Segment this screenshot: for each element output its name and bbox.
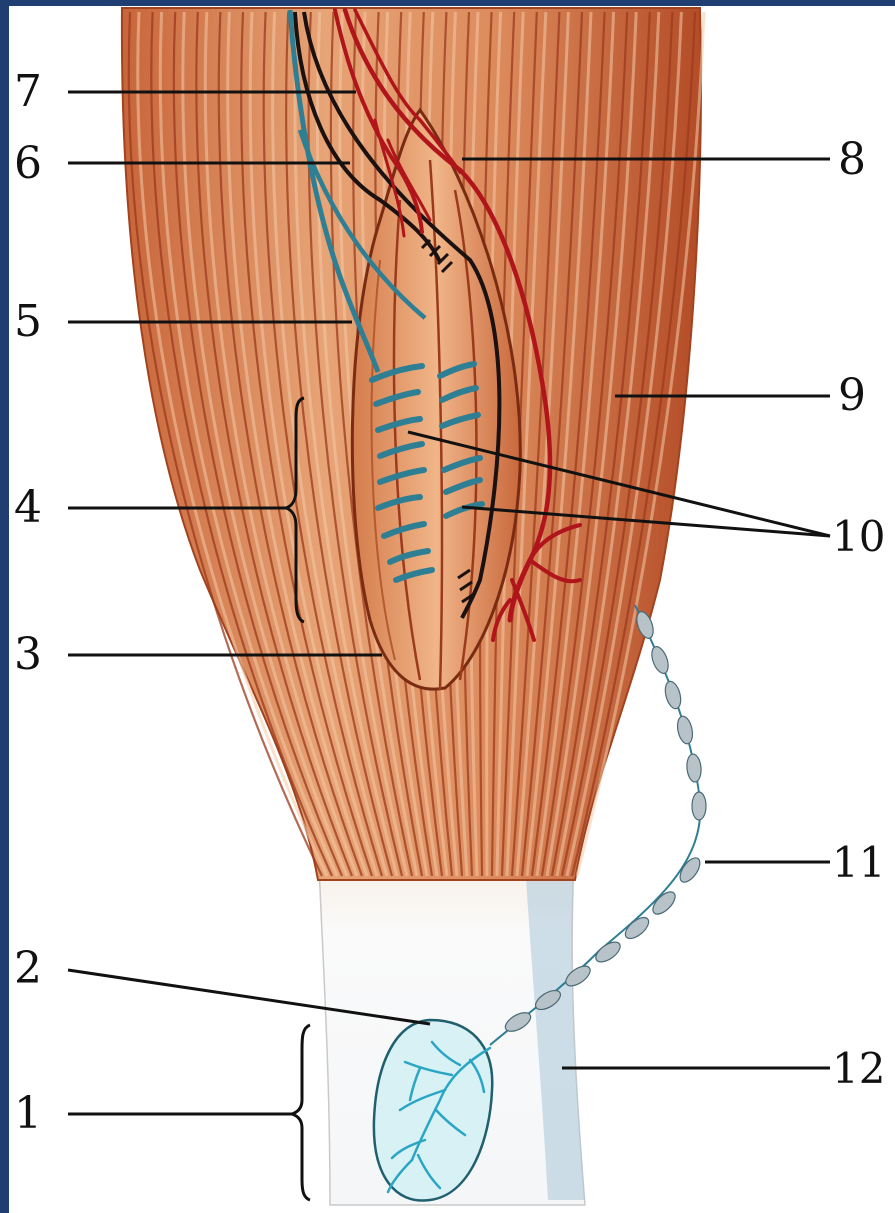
- bracket-1: [292, 1025, 310, 1200]
- label-12: 12: [832, 1048, 885, 1090]
- label-7: 7: [14, 70, 42, 114]
- label-2: 2: [14, 947, 42, 991]
- label-10: 10: [832, 516, 885, 558]
- label-11: 11: [832, 842, 885, 884]
- frame-top-strip: [0, 0, 895, 6]
- label-5: 5: [14, 300, 42, 344]
- label-3: 3: [14, 633, 42, 677]
- frame-left-strip: [0, 0, 9, 1213]
- label-9: 9: [838, 374, 866, 418]
- label-6: 6: [14, 142, 42, 186]
- label-8: 8: [838, 138, 866, 182]
- label-1: 1: [14, 1092, 42, 1136]
- label-4: 4: [14, 486, 42, 530]
